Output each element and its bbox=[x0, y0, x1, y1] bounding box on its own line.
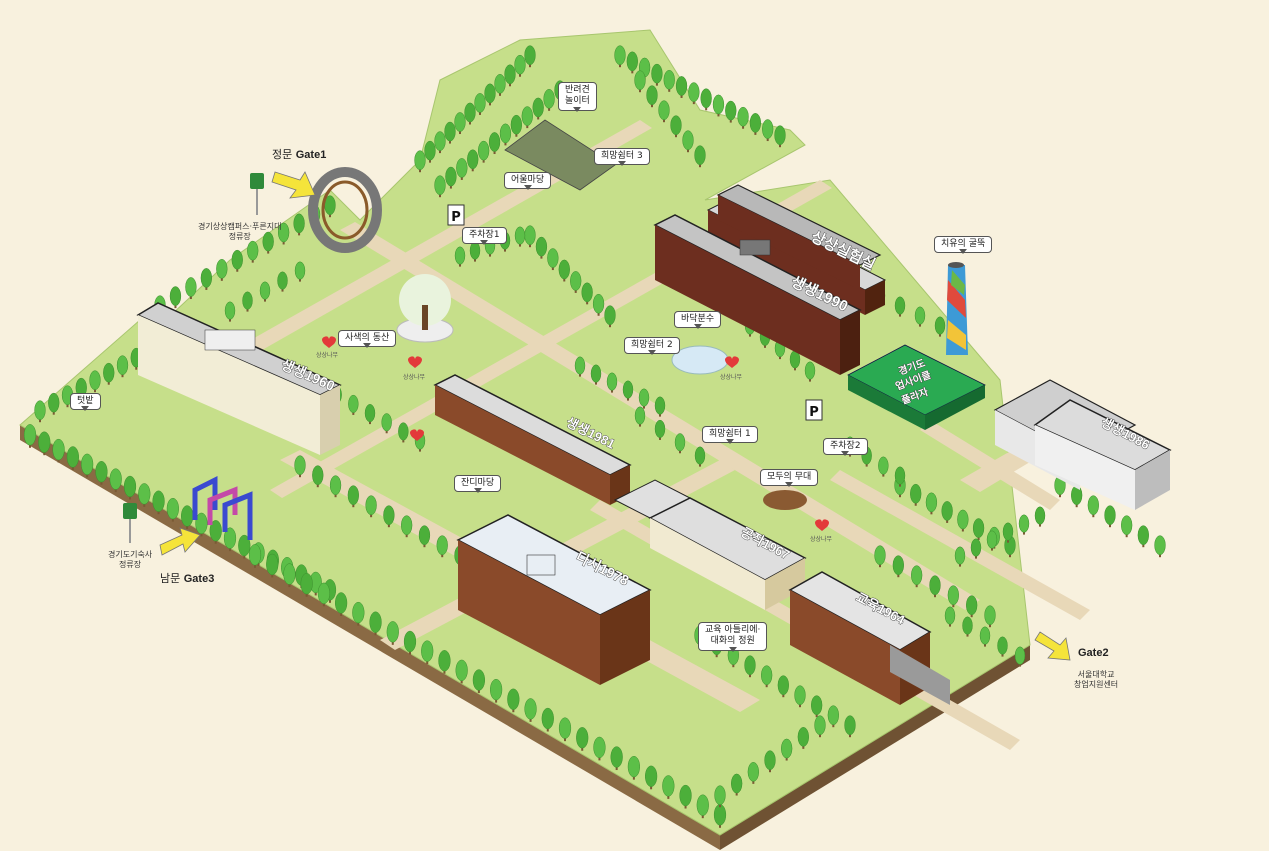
callout-eoul-yard: 어울마당 bbox=[504, 172, 552, 191]
floor-fountain bbox=[671, 345, 729, 375]
gate1-ring bbox=[308, 167, 382, 253]
stage-platform bbox=[763, 490, 807, 510]
gate3-ko: 남문 bbox=[160, 572, 181, 585]
callout-floor-fountain: 바닥분수 bbox=[674, 311, 722, 330]
callout-lawn-yard: 잔디마당 bbox=[454, 475, 502, 494]
callout-hope-shelter3: 희망쉼터 3 bbox=[594, 148, 650, 167]
building-gyoyuk1964 bbox=[788, 571, 950, 705]
gate2-label: Gate2 bbox=[1078, 646, 1109, 659]
gate3-label: 남문 Gate3 bbox=[160, 570, 214, 586]
building-saengsaeng1981 bbox=[433, 374, 632, 505]
svg-text:P: P bbox=[451, 210, 461, 225]
hearts bbox=[322, 336, 829, 531]
building-saengsaeng1986 bbox=[993, 379, 1172, 510]
building-saengsaeng1960 bbox=[136, 302, 342, 455]
callout-vegetable-garden: 텃밭 bbox=[70, 393, 101, 412]
gate-arrows bbox=[159, 171, 1071, 661]
seoul-center-label: 서울대학교 창업지원센터 bbox=[1074, 670, 1119, 690]
building-gyeonggi-plaza bbox=[847, 344, 986, 430]
gate2-en: Gate2 bbox=[1078, 647, 1109, 659]
building-dasi1978 bbox=[456, 514, 652, 685]
callout-everyone-stage: 모두의 무대 bbox=[760, 469, 819, 488]
stop-south-label: 경기도기숙사 정류장 bbox=[108, 550, 153, 570]
callout-hope-shelter1: 희망쉼터 1 bbox=[702, 426, 758, 445]
building-gongjak1967 bbox=[613, 479, 807, 610]
gate3-en: Gate3 bbox=[183, 573, 215, 585]
callout-chimney: 치유의 굴뚝 bbox=[934, 236, 993, 255]
bus-stop-poles bbox=[123, 173, 264, 543]
gate1-ko: 정문 bbox=[272, 148, 293, 161]
building-chimney bbox=[946, 262, 968, 355]
tree-label-4: 상상나무 bbox=[810, 536, 833, 543]
building-saengsaeng1990 bbox=[653, 214, 862, 375]
gate1-en: Gate1 bbox=[295, 149, 327, 161]
meditation-tree bbox=[396, 274, 454, 343]
svg-text:P: P bbox=[809, 405, 819, 420]
building-sangsang-lab bbox=[706, 184, 887, 315]
tree-label-1: 상상나무 bbox=[316, 352, 339, 359]
tree-label-2: 상상나무 bbox=[403, 374, 426, 381]
stop-north-label: 경기상상캠퍼스·푸른지대 정류장 bbox=[198, 222, 282, 242]
callout-meditation-hill: 사색의 동산 bbox=[338, 330, 397, 349]
callout-education-atelier: 교육 아틀리에· 대화의 정원 bbox=[698, 622, 768, 651]
callout-parking1: 주차장1 bbox=[462, 227, 507, 246]
callout-hope-shelter2: 희망쉼터 2 bbox=[624, 337, 680, 356]
tree-label-3: 상상나무 bbox=[720, 374, 743, 381]
gate1-label: 정문 Gate1 bbox=[272, 146, 326, 162]
callout-parking2: 주차장2 bbox=[823, 438, 868, 457]
parking-signs: P P bbox=[447, 204, 823, 421]
callout-pet-play: 반려견 놀이터 bbox=[558, 82, 597, 111]
gate3-frames bbox=[192, 475, 253, 540]
